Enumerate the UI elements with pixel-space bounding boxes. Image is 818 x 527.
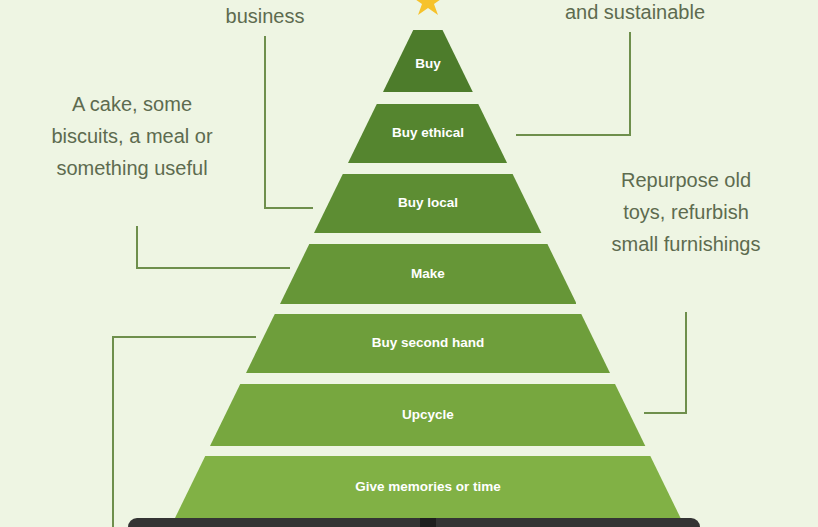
band-label: Give memories or time [175,479,681,494]
pyramid-band: Buy [383,30,473,92]
callout-text: A cake, some biscuits, a meal or somethi… [42,88,222,184]
band-fill [280,244,577,304]
band-fill [210,384,645,446]
pyramid-band: Buy ethical [348,104,507,163]
star [412,0,444,15]
callout-text: and sustainable [560,0,710,28]
tree-trunk [420,518,436,527]
band-fill [348,104,507,163]
pyramid-band: Make [280,244,577,304]
tree-pot [128,518,700,527]
leader-line [516,32,630,135]
leader-lines [113,32,686,527]
band-label: Buy local [314,195,541,210]
pyramid-band: Buy local [314,174,541,233]
band-fill [314,174,541,233]
leader-line [265,36,313,208]
leader-line [644,312,686,413]
band-label: Upcycle [210,407,645,422]
band-fill [383,30,473,92]
callout-text: Repurpose old toys, refurbish small furn… [598,164,774,260]
band-label: Buy [383,56,473,71]
band-label: Buy ethical [348,125,507,140]
band-label: Buy second hand [246,335,610,350]
callout-text: business [205,0,325,32]
band-fill [246,314,610,373]
pyramid-band: Upcycle [210,384,645,446]
pyramid-band: Buy second hand [246,314,610,373]
band-fill [175,456,681,518]
pyramid-band: Give memories or time [175,456,681,518]
band-label: Make [280,266,577,281]
leader-line [137,226,290,268]
